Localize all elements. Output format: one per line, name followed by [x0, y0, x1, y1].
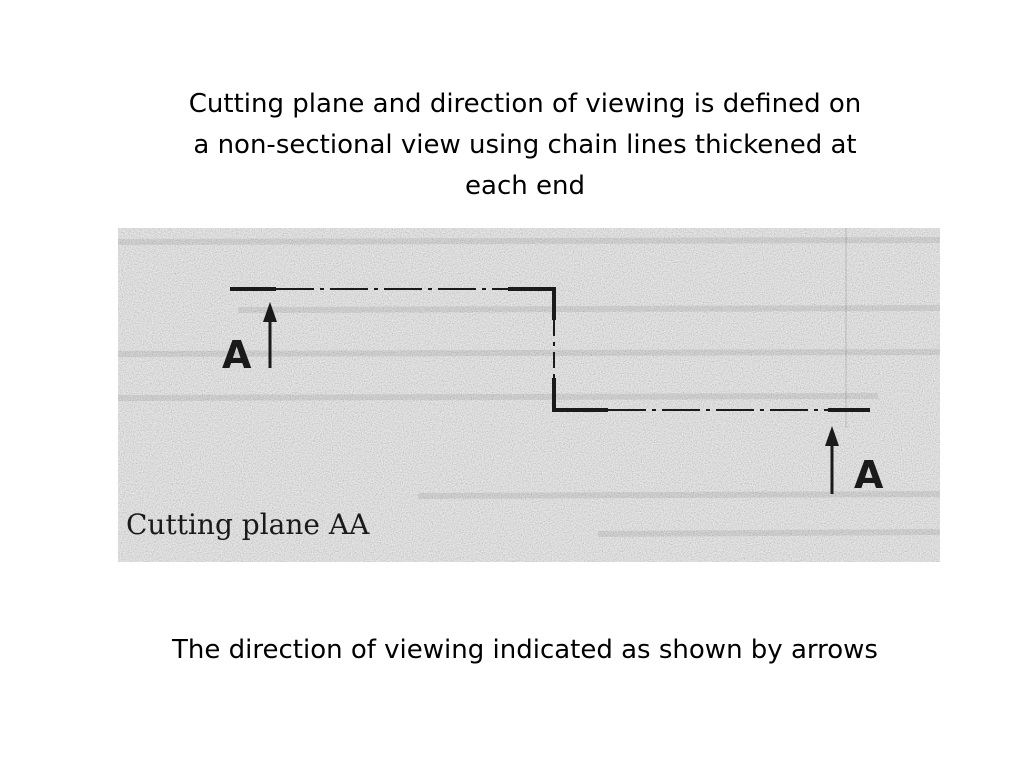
title-line-1: Cutting plane and direction of viewing i…	[188, 89, 862, 119]
cutting-plane-corner-top	[508, 287, 556, 320]
cutting-plane-figure: A A Cutting plane AA	[118, 228, 940, 562]
label-a-left: A	[222, 333, 252, 377]
cutting-plane-corner-bottom	[552, 378, 608, 412]
label-a-right: A	[854, 453, 884, 497]
viewing-arrow-right	[825, 426, 839, 494]
cutting-plane-diagram: A A Cutting plane AA	[118, 228, 940, 562]
slide-title: Cutting plane and direction of viewing i…	[100, 84, 950, 207]
title-line-3: each end	[465, 171, 585, 201]
slide-caption: The direction of viewing indicated as sh…	[172, 635, 878, 665]
viewing-arrow-left	[263, 302, 277, 368]
ghost-text-bleedthrough	[118, 237, 940, 537]
cutting-plane-line	[230, 287, 870, 412]
scan-grain	[118, 228, 940, 562]
title-line-2: a non-sectional view using chain lines t…	[193, 130, 857, 160]
figure-caption: Cutting plane AA	[126, 508, 370, 541]
